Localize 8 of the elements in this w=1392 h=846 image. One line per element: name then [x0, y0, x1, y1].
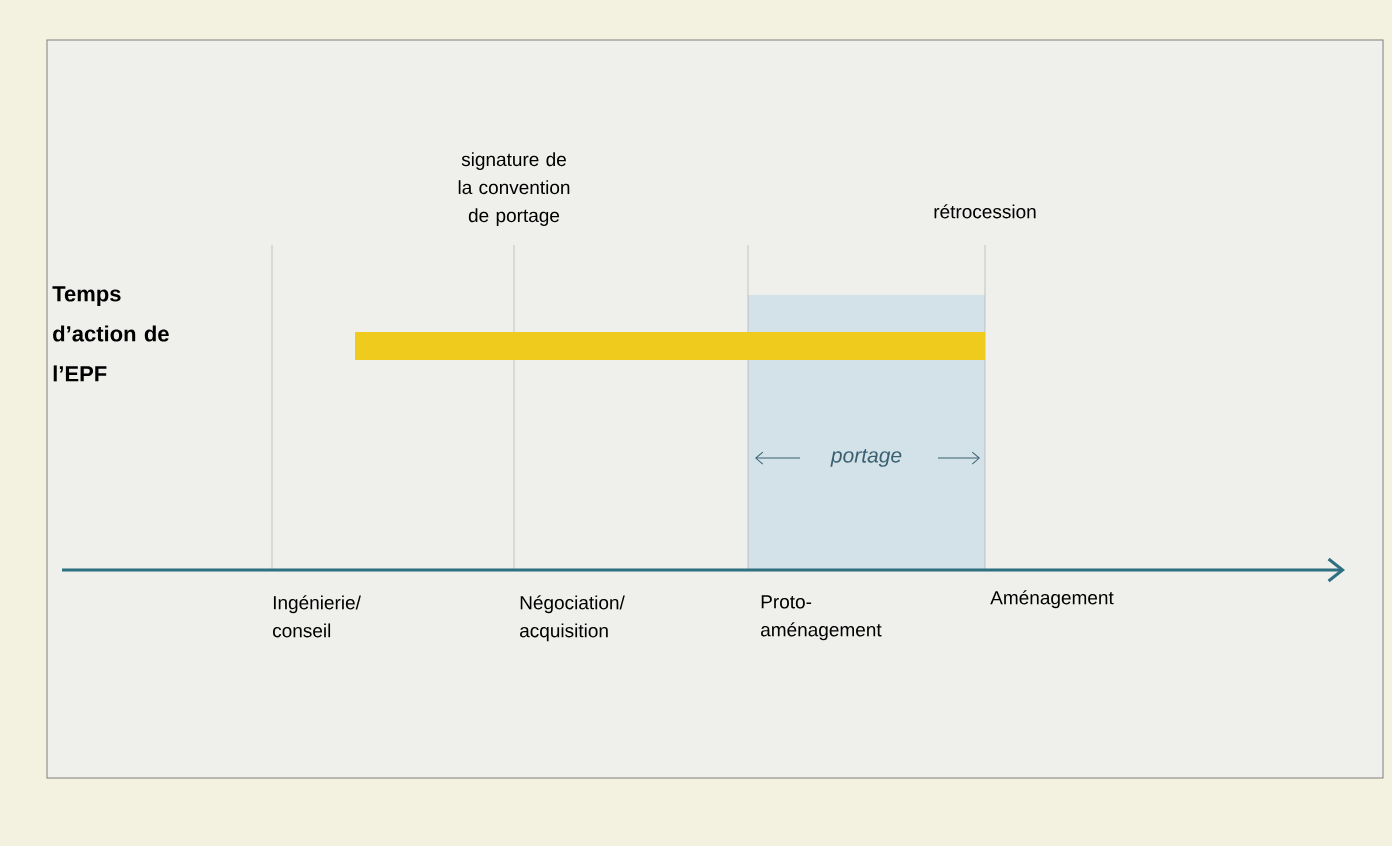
- duration-bar: [355, 332, 985, 360]
- timeline-label: Ingénierie/ conseil: [273, 595, 361, 638]
- timeline-label: Aménagement: [990, 590, 1114, 609]
- axis-title: Temps d’action de l’EPF: [52, 286, 169, 382]
- timeline-label: Proto- aménagement: [761, 595, 882, 641]
- timeline-label: Négociation/ acquisition: [520, 595, 625, 642]
- timeline-label: rétrocession: [934, 204, 1036, 219]
- timeline-label: signature de la convention de portage: [458, 152, 570, 226]
